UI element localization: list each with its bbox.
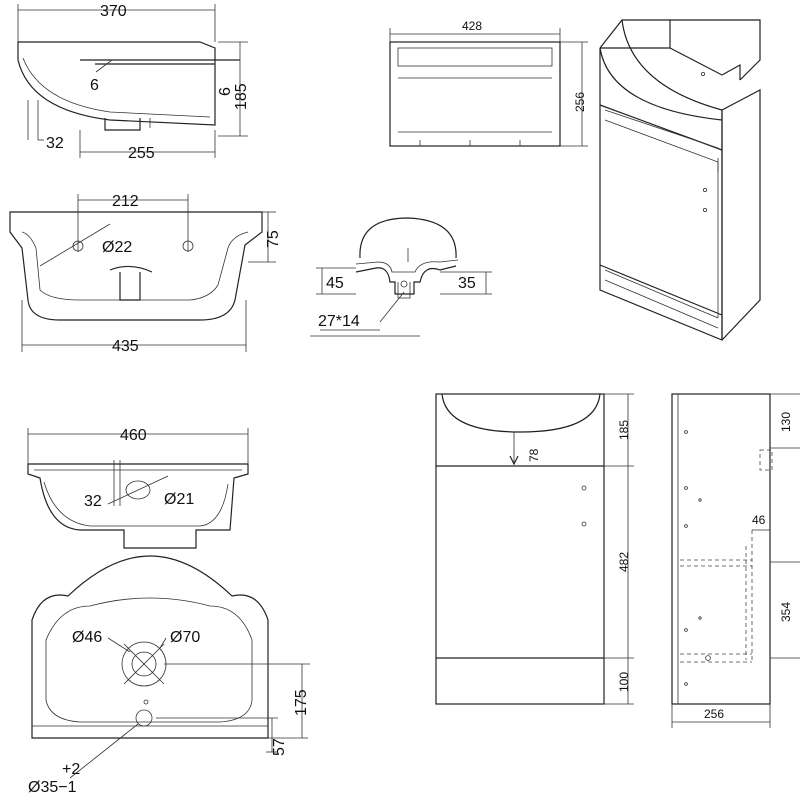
dim-shelf-46: 46 — [752, 513, 766, 527]
dim-ring-70: Ø70 — [170, 629, 200, 646]
dim-offset-32-profile: 32 — [84, 493, 102, 510]
dim-overlap-78: 78 — [527, 448, 541, 462]
dim-top-130: 130 — [779, 412, 793, 432]
dim-offset-57: 57 — [271, 738, 288, 756]
dim-door-482: 482 — [617, 552, 631, 572]
cabinet-front-view: 78 185 482 100 — [435, 393, 634, 705]
dim-depth-256: 256 — [573, 92, 587, 112]
dim-width-460: 460 — [120, 427, 147, 444]
dim-inner-354: 354 — [779, 602, 793, 622]
dim-width-428: 428 — [462, 19, 482, 33]
dim-depth-45: 45 — [326, 275, 344, 292]
dim-width-435: 435 — [112, 338, 139, 355]
cabinet-perspective — [599, 19, 761, 341]
dim-depth-175: 175 — [293, 689, 310, 716]
dim-rim-75: 75 — [265, 230, 282, 248]
dim-waste-35: Ø35−1 — [28, 779, 77, 796]
dim-gap-185: 185 — [617, 420, 631, 440]
dim-depth-35: 35 — [458, 275, 476, 292]
basin-front-view: 212 Ø22 75 435 — [9, 193, 282, 355]
dim-base-255: 255 — [128, 145, 155, 162]
waste-detail: 45 35 27*14 — [310, 217, 492, 337]
dim-ring-46: Ø46 — [72, 629, 102, 646]
dim-width-370: 370 — [100, 3, 127, 20]
dim-hole-spacing: 212 — [112, 193, 139, 210]
dim-tol-plus: +2 — [62, 761, 80, 778]
basin-plan-view: Ø46 Ø70 175 57 +2 Ø35−1 — [28, 555, 310, 796]
dim-hole-diameter: Ø22 — [102, 239, 132, 256]
cabinet-top-view: 428 256 — [389, 19, 588, 147]
basin-profile-view: 460 32 Ø21 — [27, 427, 249, 549]
dim-offset-32: 32 — [46, 135, 64, 152]
dim-plinth-100: 100 — [617, 672, 631, 692]
cabinet-side-view: 130 46 354 256 — [671, 393, 800, 728]
dim-hole-21: Ø21 — [164, 491, 194, 508]
dim-height-185: 185 — [233, 83, 250, 110]
basin-side-view: 370 185 6 6 32 255 — [17, 3, 250, 162]
dim-slot: 27*14 — [318, 313, 360, 330]
dim-lip-left: 6 — [90, 77, 99, 94]
dim-depth-256-side: 256 — [704, 707, 724, 721]
dim-lip-right: 6 — [217, 87, 234, 96]
